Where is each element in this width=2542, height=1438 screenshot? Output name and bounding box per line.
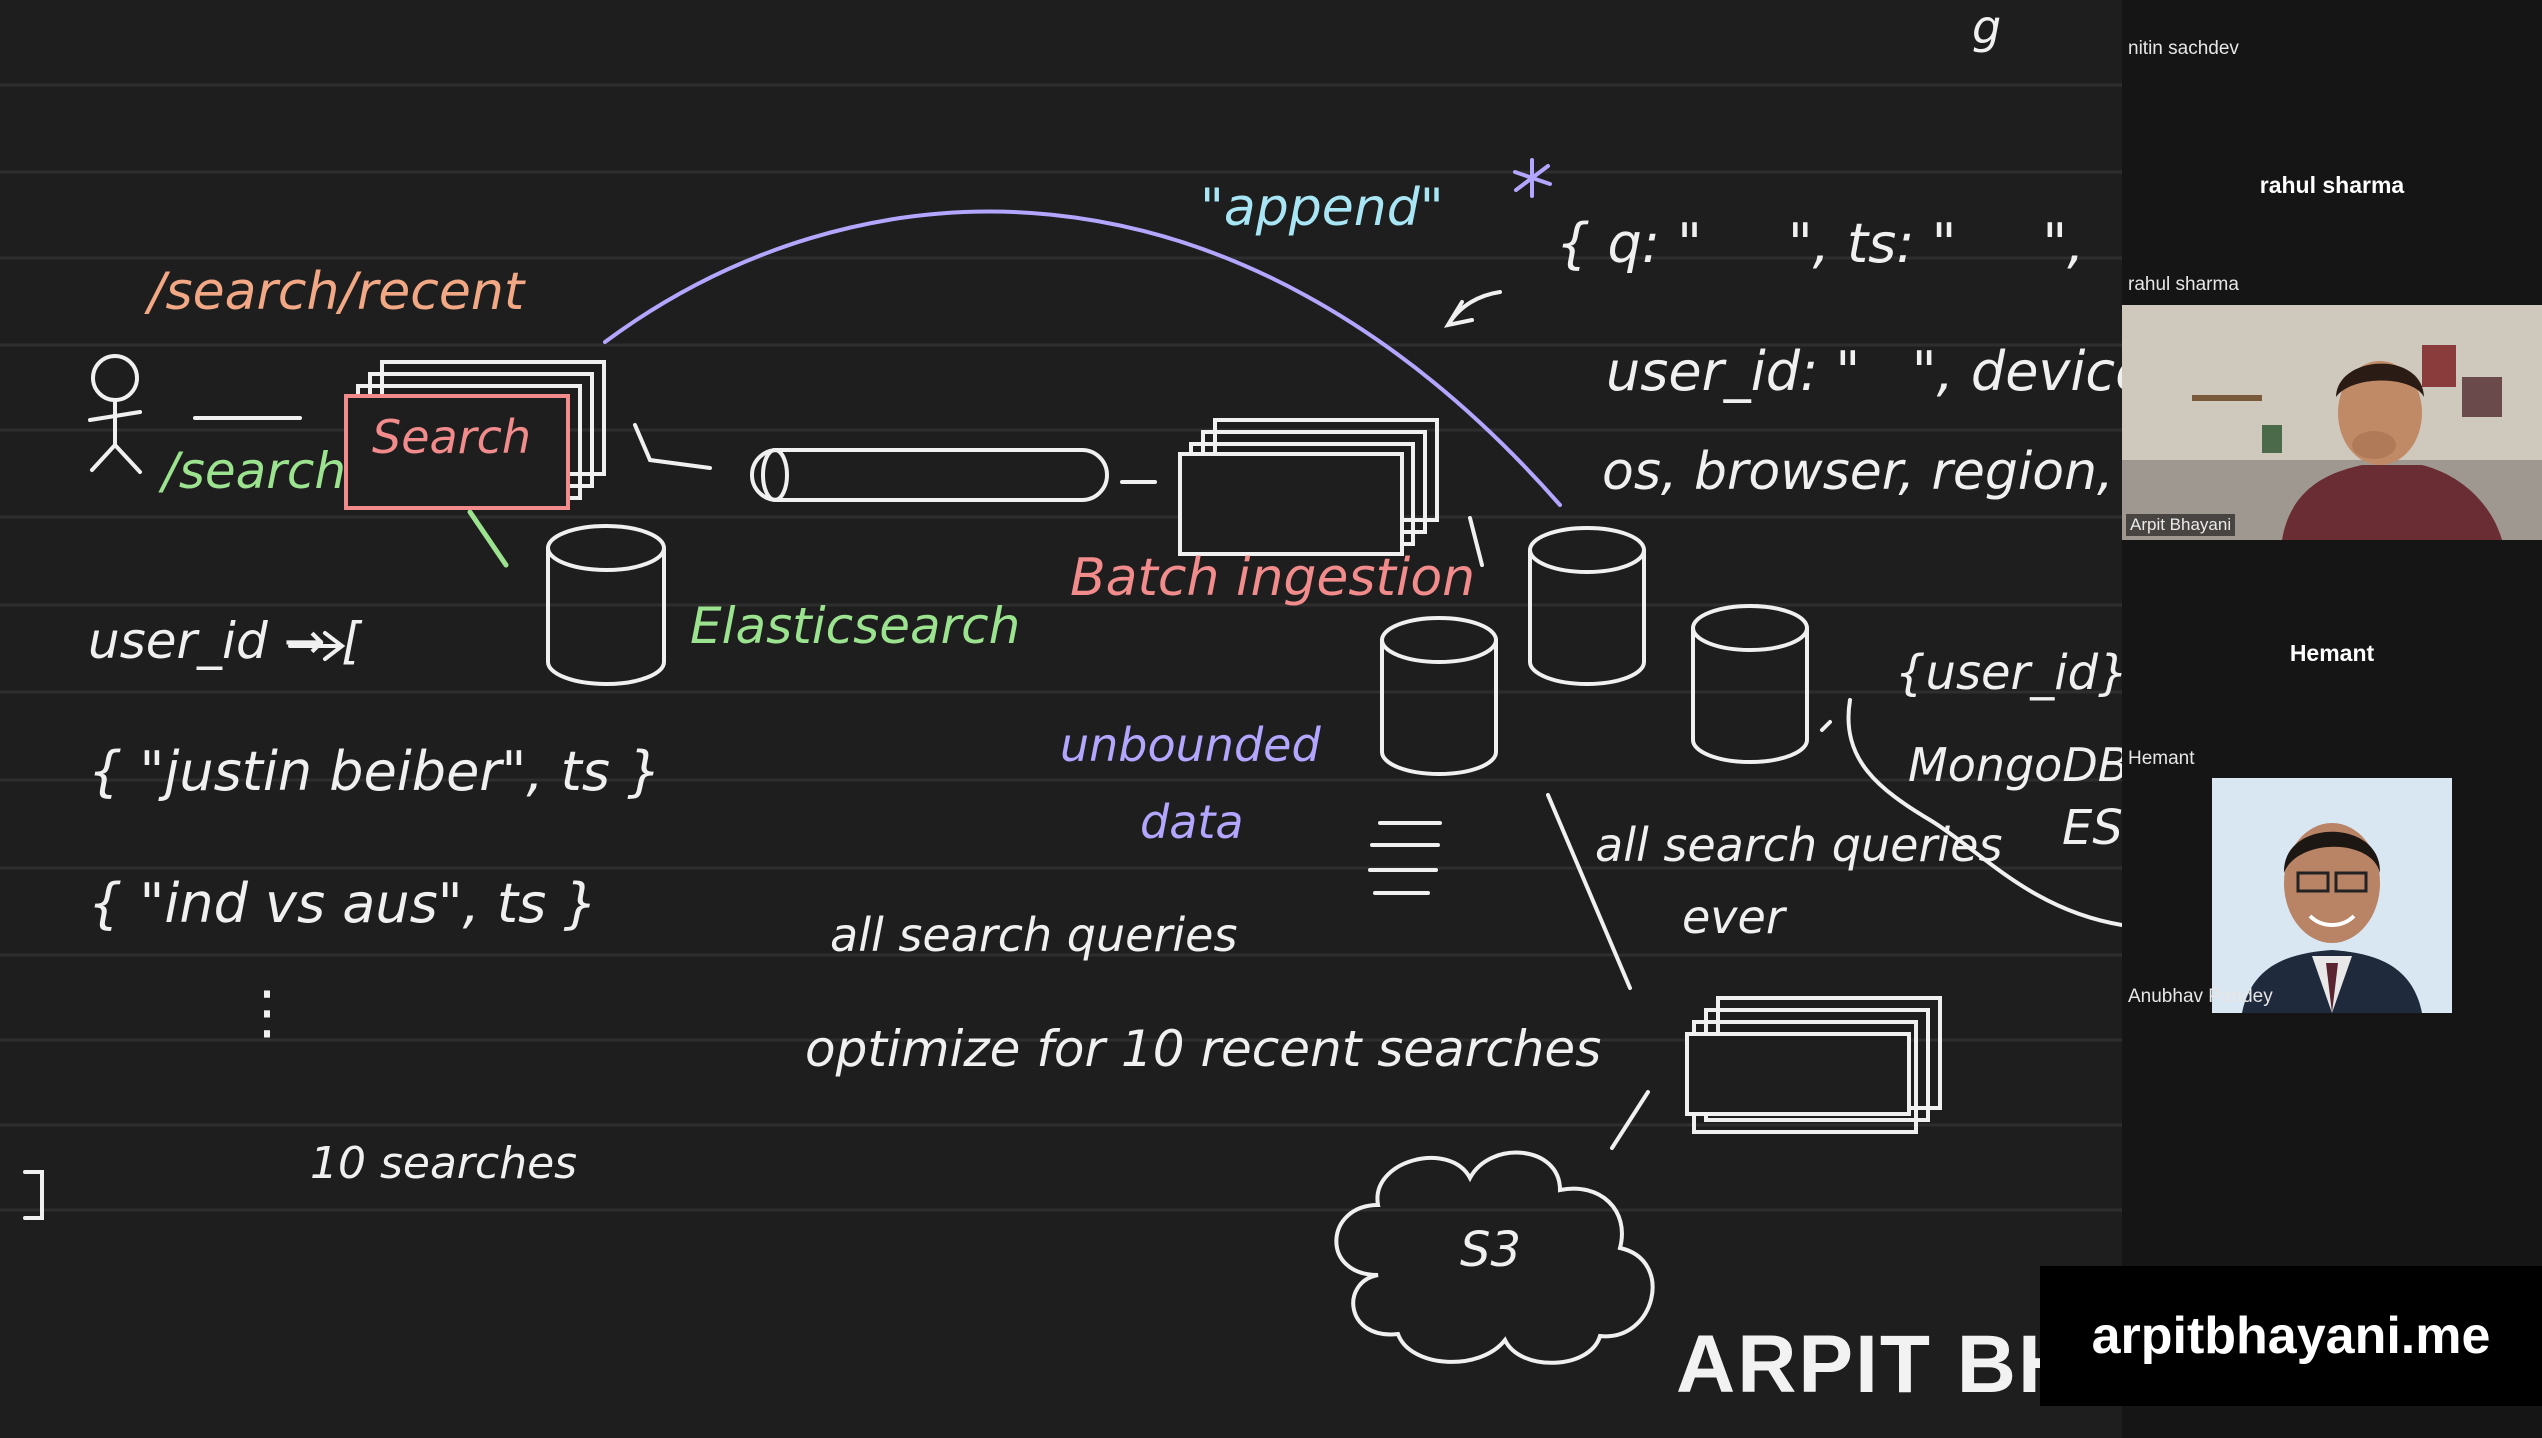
participant-heading: rahul sharma — [2259, 172, 2405, 198]
arrow-right-icon — [288, 631, 346, 661]
s3-label: S3 — [1460, 1222, 1522, 1278]
arrow-icon — [1443, 290, 1502, 328]
db-icon-3 — [1691, 604, 1809, 764]
participant-tile-nitin[interactable]: nitin sachdev — [2122, 0, 2542, 160]
archiver-stack — [1685, 996, 1942, 1134]
video-frame — [2122, 305, 2542, 540]
video-feed-anubhav — [2212, 778, 2452, 1013]
json-line-1: { q: " ", ts: " ", — [1556, 212, 2085, 275]
video-feed-arpit: Arpit Bhayani — [2122, 305, 2542, 540]
search-endpoint-label: /search — [162, 442, 347, 500]
whiteboard-drawing — [0, 83, 2122, 1365]
participant-label: rahul sharma — [2128, 274, 2239, 295]
site-url: arpitbhayani.me — [2091, 1307, 2491, 1365]
participant-tile-hemant[interactable]: Hemant Hemant Anubhav Pandey — [2122, 600, 2542, 1020]
search-service-stack — [344, 360, 606, 510]
ten-searches-label: 10 searches — [310, 1138, 578, 1189]
participant-label: Hemant — [2128, 748, 2195, 769]
append-label: "append" — [1200, 178, 1444, 238]
all-search-queries-label: all search queries — [830, 908, 1238, 962]
entry-ind-vs-aus: { "ind vs aus", ts } — [88, 872, 598, 935]
participant-tile-rahul[interactable]: rahul sharma rahul sharma Arpit Bhayani — [2122, 160, 2542, 540]
s3-cloud-icon — [1334, 1150, 1655, 1365]
video-frame — [2212, 778, 2452, 1013]
user-stick-figure-icon — [88, 354, 142, 474]
append-arc — [603, 209, 1562, 507]
unbounded-label: unbounded — [1060, 718, 1321, 772]
data-label: data — [1140, 795, 1244, 849]
queue-pipe — [750, 448, 1109, 502]
elasticsearch-db-icon — [546, 524, 666, 686]
participant-heading: Hemant — [2289, 640, 2375, 666]
user-id-key-label: {user_id} — [1895, 645, 2122, 701]
batch-ingestion-stack — [1178, 418, 1439, 556]
whiteboard-canvas[interactable]: /search/recent /search Search Elasticsea… — [0, 0, 2122, 1438]
entry-justin-beiber: { "justin beiber", ts } — [88, 740, 662, 803]
search-recent-label: /search/recent — [148, 262, 525, 322]
json-line-2: user_id: " ", device — [1606, 340, 2122, 403]
video-name-tag: Anubhav Pandey — [2128, 986, 2273, 1007]
search-box-label: Search — [372, 410, 532, 464]
all-queries-ever-line2: ever — [1682, 890, 1785, 944]
star-icon — [1513, 158, 1552, 198]
stray-mark: g — [1972, 0, 2002, 54]
participant-label: nitin sachdev — [2128, 38, 2239, 59]
branding-banner: arpitbhayani.me — [2040, 1266, 2542, 1406]
db-icon-1 — [1380, 616, 1498, 776]
db-icon-2 — [1528, 526, 1646, 686]
video-name-tag: Arpit Bhayani — [2126, 514, 2236, 536]
mongodb-label: MongoDB — [1908, 738, 2122, 792]
user-id-map-label: user_id → [ — [88, 612, 361, 670]
participant-sidebar: nitin sachdev rahul sharma rahul sharma … — [2122, 0, 2542, 1438]
elasticsearch-label: Elasticsearch — [690, 597, 1021, 655]
ruled-lines — [0, 83, 2122, 1212]
batch-ingestion-label: Batch ingestion — [1070, 548, 1476, 608]
es-label: ES — [2062, 800, 2122, 856]
all-queries-ever-line1: all search queries — [1595, 818, 2003, 872]
json-line-3: os, browser, region, — [1602, 442, 2114, 502]
optimize-label: optimize for 10 recent searches — [805, 1020, 1602, 1078]
ellipsis-label: ⋮ — [238, 978, 296, 1046]
